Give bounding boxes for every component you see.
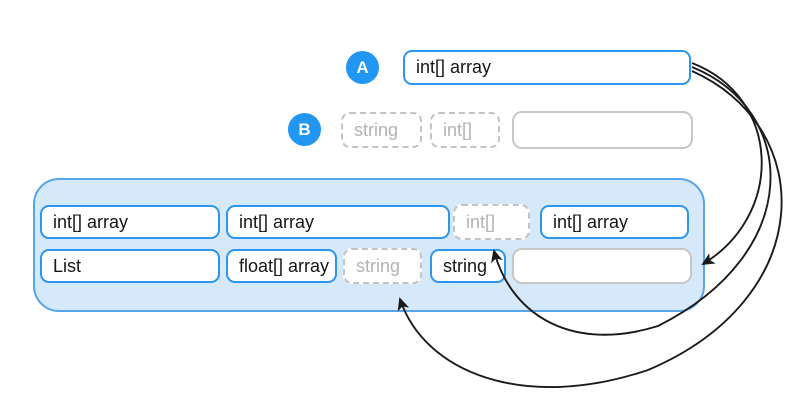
pool-row2-box3-label: string (443, 255, 488, 276)
row-b-dashed-slot-string[interactable]: string (341, 112, 422, 148)
badge-a: A (346, 51, 379, 84)
row-b-slot2-label: int[] (443, 119, 473, 140)
pool-row2-slot-label: string (356, 255, 401, 276)
pool-row1-slot-label: int[] (466, 211, 496, 232)
pool-row2-dashed-slot-string[interactable]: string (343, 248, 422, 284)
pool-row2-box-float-array[interactable]: float[] array (226, 249, 337, 283)
pool-row2-empty-slot[interactable] (512, 248, 692, 284)
pool-row1-box3-label: int[] array (553, 211, 629, 232)
row-b-slot1-label: string (354, 119, 399, 140)
pool-row1-box-int-array-1[interactable]: int[] array (40, 205, 220, 239)
pool-row2-box1-label: List (53, 255, 82, 276)
badge-b: B (288, 113, 321, 146)
pool-container (33, 178, 705, 312)
pool-row1-box-int-array-2[interactable]: int[] array (226, 205, 450, 239)
pool-row1-dashed-slot-int[interactable]: int[] (453, 204, 530, 240)
pool-row1-box-int-array-3[interactable]: int[] array (540, 205, 689, 239)
pool-row2-box2-label: float[] array (239, 255, 330, 276)
badge-a-label: A (356, 57, 369, 77)
pool-row1-box2-label: int[] array (239, 211, 315, 232)
row-b-dashed-slot-int[interactable]: int[] (430, 112, 500, 148)
pool-row1-box1-label: int[] array (53, 211, 129, 232)
pool-row2-box-string[interactable]: string (430, 249, 506, 283)
row-a-box[interactable]: int[] array (403, 50, 691, 85)
row-a-box-label: int[] array (416, 57, 492, 77)
pool-row2-box-list[interactable]: List (40, 249, 220, 283)
row-b-empty-slot[interactable] (512, 111, 693, 149)
badge-b-label: B (298, 119, 311, 139)
